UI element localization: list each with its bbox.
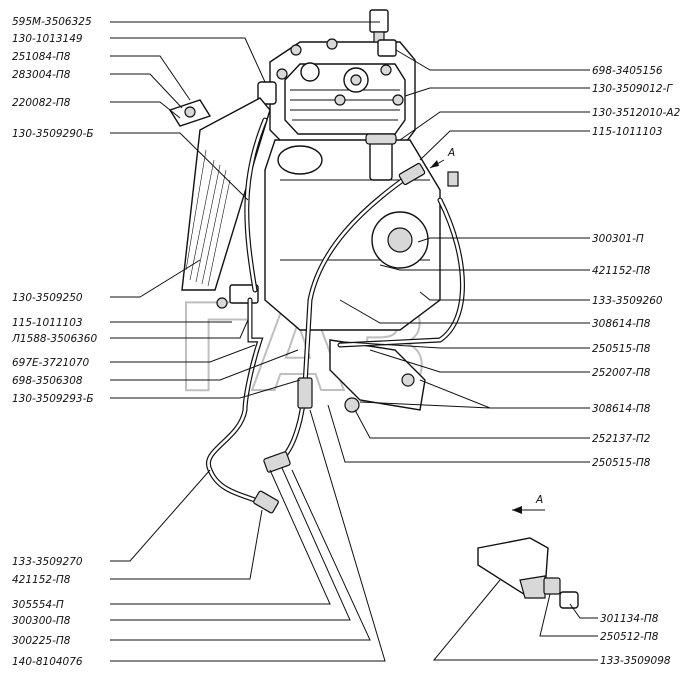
label-115-1011103-left: 115-1011103	[12, 317, 83, 329]
label-130-1013149: 130-1013149	[12, 33, 83, 45]
label-251084-p8: 251084-П8	[12, 51, 71, 63]
label-133-3509270: 133-3509270	[12, 556, 83, 568]
inset-view-label: A	[535, 494, 543, 506]
label-595m-3506325: 595М-3506325	[12, 16, 92, 28]
label-308614-p8-upper: 308614-П8	[592, 318, 651, 330]
label-130-3512010-a2: 130-3512010-А2	[592, 107, 681, 119]
leader-lines	[110, 21, 598, 662]
label-220082-p8: 220082-П8	[12, 97, 71, 109]
label-698-3506308: 698-3506308	[12, 375, 83, 387]
label-133-3509260: 133-3509260	[592, 295, 663, 307]
label-133-3509098: 133-3509098	[600, 655, 671, 667]
label-305554-p: 305554-П	[12, 599, 64, 611]
labels-left: 595М-3506325 130-1013149 251084-П8 28300…	[11, 16, 97, 668]
label-300300-p8: 300300-П8	[12, 615, 71, 627]
pipelines	[205, 117, 465, 514]
label-421152-p8-right: 421152-П8	[592, 265, 651, 277]
label-130-3509012-g: 130-3509012-Г	[592, 83, 673, 95]
label-130-3509293-b: 130-3509293-Б	[12, 393, 94, 405]
label-250512-p8: 250512-П8	[600, 631, 659, 643]
label-308614-p8-lower: 308614-П8	[592, 403, 651, 415]
label-130-3509290-b: 130-3509290-Б	[12, 128, 94, 140]
view-arrow-small-label: A	[447, 147, 455, 159]
label-698-3405156: 698-3405156	[592, 65, 663, 77]
label-301134-p8: 301134-П8	[600, 613, 659, 625]
inset-view-a: A	[477, 494, 579, 609]
label-140-8104076: 140-8104076	[12, 656, 83, 668]
label-300225-p8: 300225-П8	[12, 635, 71, 647]
label-252007-p8: 252007-П8	[592, 367, 651, 379]
label-300301-p: 300301-П	[592, 233, 644, 245]
label-250515-p8-upper: 250515-П8	[592, 343, 651, 355]
label-252137-p2: 252137-П2	[592, 433, 651, 445]
label-l1588-3506360: Л1588-3506360	[11, 333, 97, 345]
label-283004-p8: 283004-П8	[12, 69, 71, 81]
labels-right: 698-3405156 130-3509012-Г 130-3512010-А2…	[592, 65, 681, 667]
label-130-3509250: 130-3509250	[12, 292, 83, 304]
label-421152-p8-left: 421152-П8	[12, 574, 71, 586]
label-697e-3721070: 697Е-3721070	[12, 357, 90, 369]
label-250515-p8-lower: 250515-П8	[592, 457, 651, 469]
label-115-1011103-right: 115-1011103	[592, 126, 663, 138]
hose-harness	[181, 97, 271, 291]
